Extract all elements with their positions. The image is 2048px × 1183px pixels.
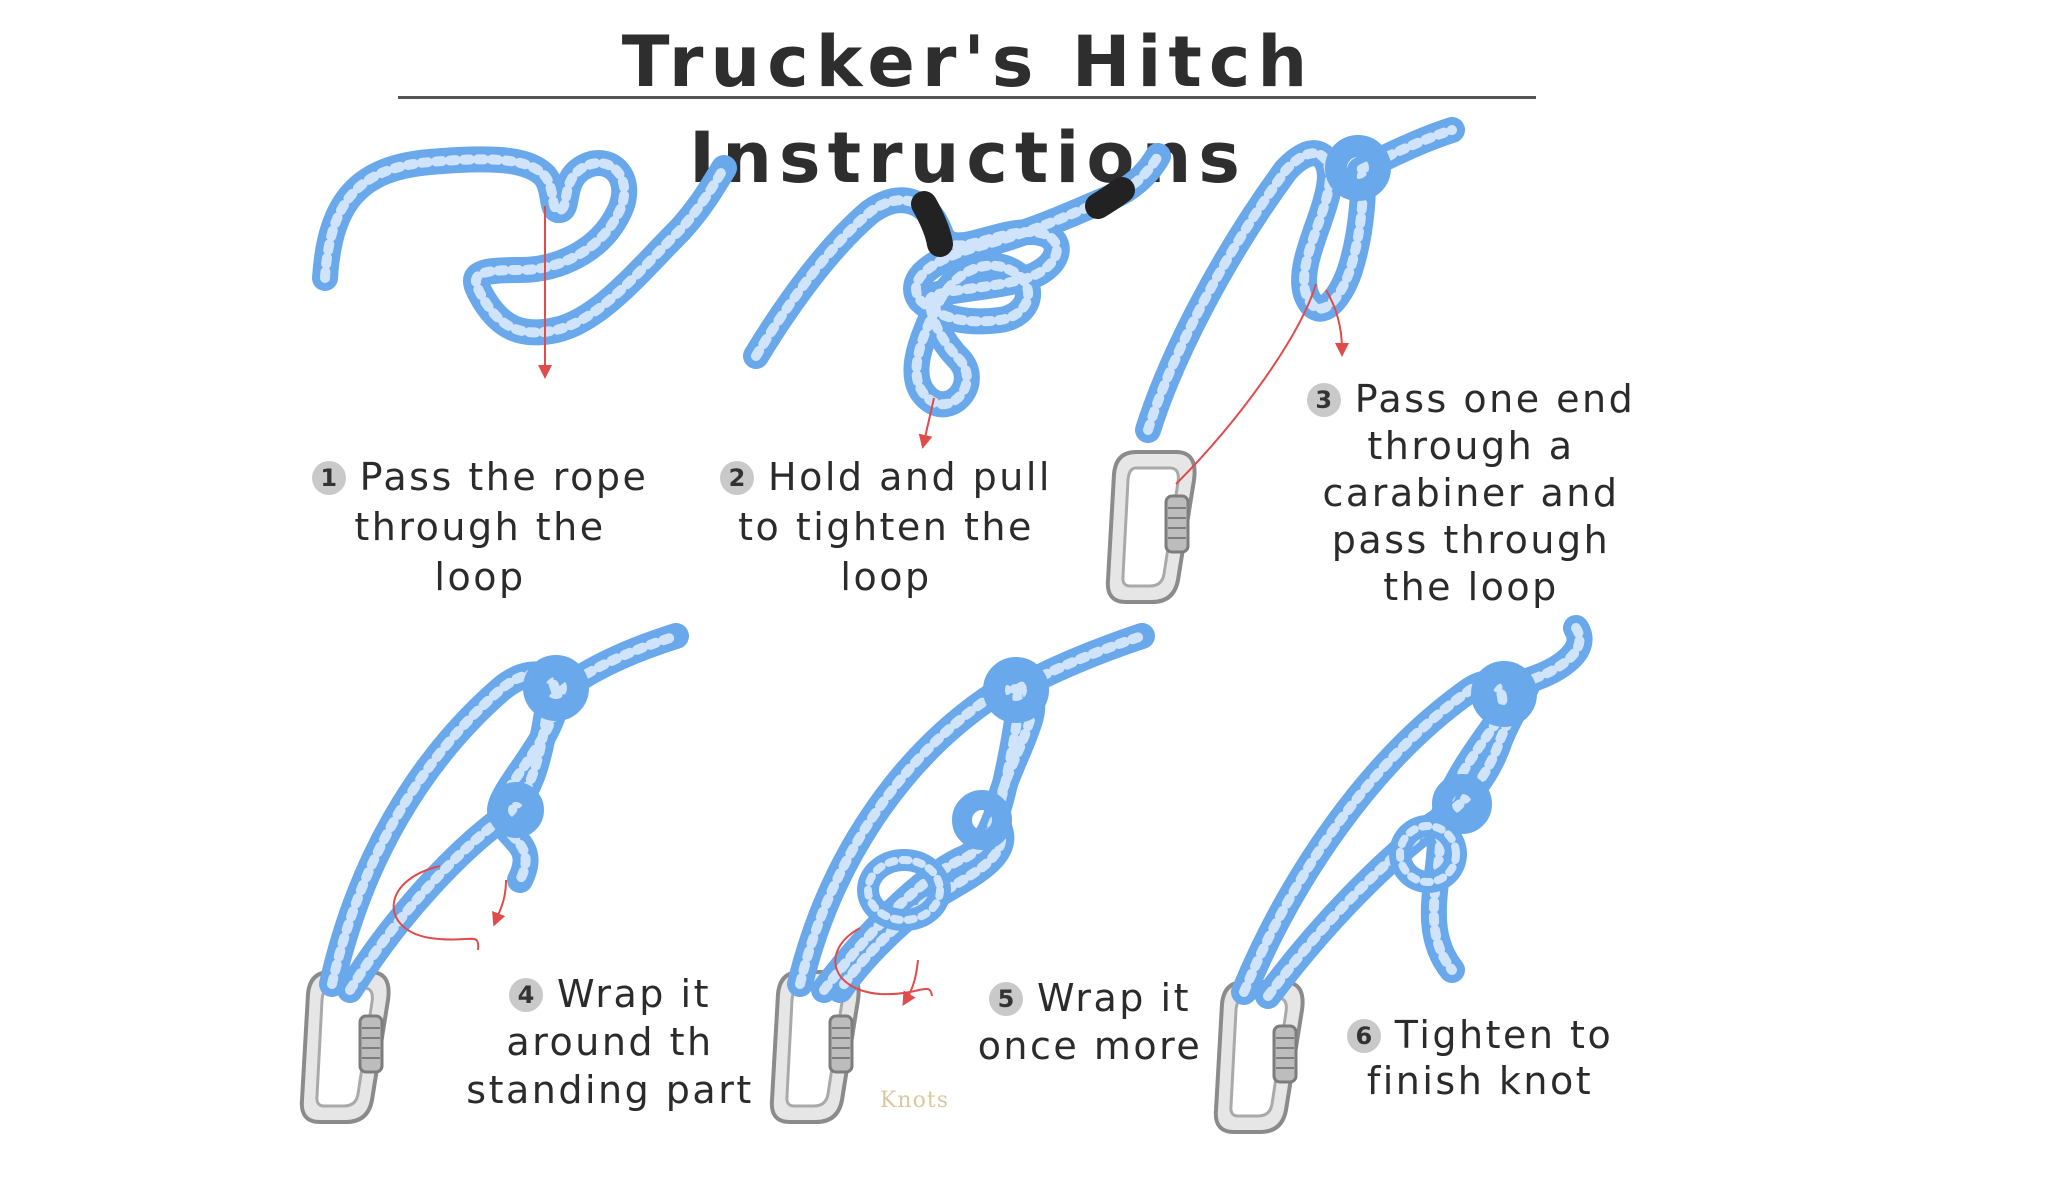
rope bbox=[787, 623, 1155, 1003]
step-4-illustration bbox=[299, 623, 689, 1124]
step-5-line-2: once more bbox=[977, 1024, 1203, 1068]
step-1-illustration bbox=[312, 146, 737, 379]
step-6-illustration bbox=[1213, 615, 1593, 1134]
step-4-number: 4 bbox=[509, 978, 544, 1012]
step-3-line-5: the loop bbox=[1383, 565, 1559, 609]
step-4-line-2: around th bbox=[506, 1020, 714, 1064]
step-3-line-4: pass through bbox=[1331, 518, 1611, 562]
step-1-line-3: loop bbox=[434, 555, 526, 599]
step-3-line-3: carabiner and bbox=[1322, 471, 1620, 515]
step-3-line-2: through a bbox=[1367, 424, 1575, 468]
step-5-illustration bbox=[769, 623, 1155, 1124]
title-underline bbox=[398, 96, 1536, 99]
step-3-number: 3 bbox=[1306, 383, 1341, 417]
rope bbox=[1135, 117, 1465, 443]
step-4-line-3: standing part bbox=[466, 1068, 754, 1112]
step-2-illustration bbox=[743, 143, 1171, 449]
watermark: Knots bbox=[880, 1088, 949, 1113]
step-3-illustration bbox=[1105, 117, 1465, 604]
step-6-number: 6 bbox=[1346, 1019, 1381, 1053]
step-2-line-3: loop bbox=[840, 555, 932, 599]
pull-arrow bbox=[1175, 283, 1342, 485]
rope bbox=[743, 143, 1171, 418]
wrap-arrow bbox=[834, 927, 933, 1000]
rope bbox=[1231, 615, 1593, 1009]
carabiner-icon bbox=[1105, 450, 1197, 604]
wrap-arrow bbox=[392, 865, 507, 951]
step-6-line-2: finish knot bbox=[1366, 1059, 1594, 1103]
step-5-number: 5 bbox=[989, 982, 1024, 1016]
rope bbox=[312, 146, 737, 346]
pull-arrow bbox=[918, 397, 935, 449]
step-2-number: 2 bbox=[720, 461, 754, 495]
step-1-number: 1 bbox=[311, 461, 346, 495]
step-2-line-2: to tighten the bbox=[738, 505, 1034, 549]
rope bbox=[319, 623, 689, 1003]
step-1-line-2: through the bbox=[354, 505, 606, 549]
